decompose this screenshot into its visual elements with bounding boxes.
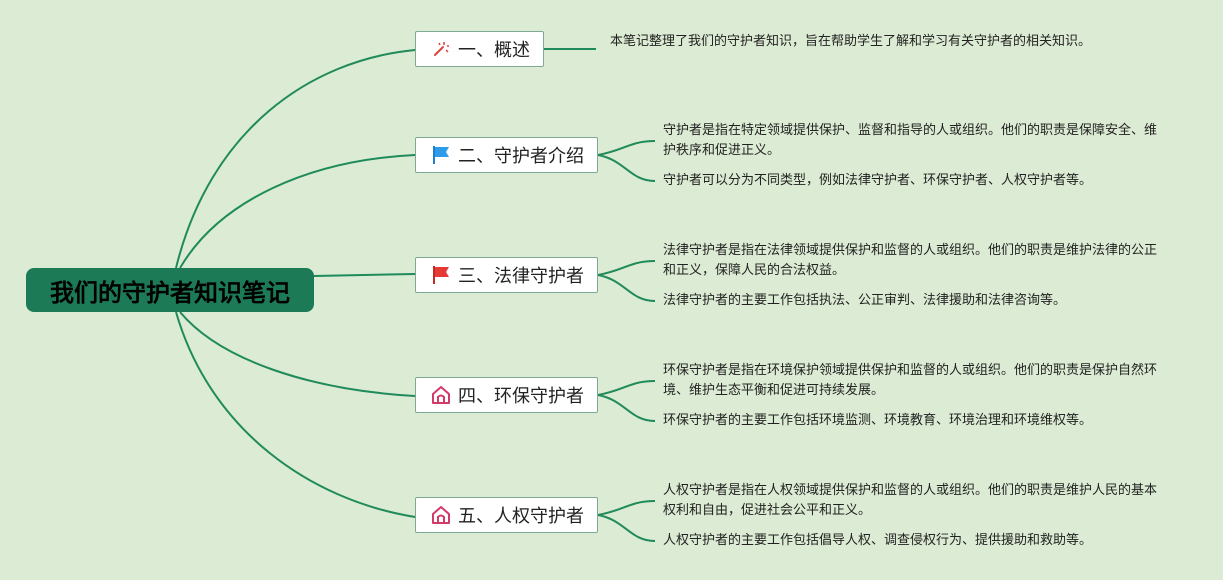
topic-label: 一、概述 bbox=[458, 40, 530, 61]
connector-topic4-note2 bbox=[597, 394, 656, 422]
connector-root-topic3 bbox=[313, 273, 416, 277]
home-icon bbox=[430, 504, 452, 526]
red-flag-icon bbox=[430, 264, 452, 286]
note-legal-1[interactable]: 法律守护者是指在法律领域提供保护和监督的人或组织。他们的职责是维护法律的公正和正… bbox=[663, 243, 1158, 278]
topic-overview[interactable]: 一、概述 bbox=[415, 31, 544, 67]
topic-label: 五、人权守护者 bbox=[458, 506, 584, 527]
connector-topic5-note2 bbox=[597, 514, 656, 542]
connector-root-topic2 bbox=[179, 154, 416, 269]
root-topic[interactable]: 我们的守护者知识笔记 bbox=[26, 268, 314, 312]
connector-root-topic1 bbox=[175, 49, 416, 269]
note-human-rights-1[interactable]: 人权守护者是指在人权领域提供保护和监督的人或组织。他们的职责是维护人民的基本权利… bbox=[663, 483, 1158, 518]
note-human-rights-2[interactable]: 人权守护者的主要工作包括倡导人权、调查侵权行为、提供援助和救助等。 bbox=[663, 533, 1093, 548]
connector-topic2-note2 bbox=[597, 154, 656, 182]
topic-guardian-intro[interactable]: 二、守护者介绍 bbox=[415, 137, 598, 173]
note-intro-1[interactable]: 守护者是指在特定领域提供保护、监督和指导的人或组织。他们的职责是保障安全、维护秩… bbox=[663, 123, 1158, 158]
connector-topic3-note1 bbox=[597, 260, 656, 276]
connector-topic3-note2 bbox=[597, 274, 656, 302]
topic-legal-guardian[interactable]: 三、法律守护者 bbox=[415, 257, 598, 293]
note-environment-1[interactable]: 环保守护者是指在环境保护领域提供保护和监督的人或组织。他们的职责是保护自然环境、… bbox=[663, 363, 1158, 398]
connector-root-topic4 bbox=[179, 311, 416, 397]
topic-label: 四、环保守护者 bbox=[458, 386, 584, 407]
note-legal-2[interactable]: 法律守护者的主要工作包括执法、公正审判、法律援助和法律咨询等。 bbox=[663, 293, 1067, 308]
home-icon bbox=[430, 384, 452, 406]
topic-label: 三、法律守护者 bbox=[458, 266, 584, 287]
note-intro-2[interactable]: 守护者可以分为不同类型，例如法律守护者、环保守护者、人权守护者等。 bbox=[663, 173, 1093, 188]
connector-topic2-note1 bbox=[597, 140, 656, 156]
topic-label: 二、守护者介绍 bbox=[458, 146, 584, 167]
note-overview[interactable]: 本笔记整理了我们的守护者知识，旨在帮助学生了解和学习有关守护者的相关知识。 bbox=[610, 34, 1092, 49]
topic-human-rights-guardian[interactable]: 五、人权守护者 bbox=[415, 497, 598, 533]
note-environment-2[interactable]: 环保守护者的主要工作包括环境监测、环境教育、环境治理和环境维权等。 bbox=[663, 413, 1093, 428]
topic-environment-guardian[interactable]: 四、环保守护者 bbox=[415, 377, 598, 413]
connector-topic5-note1 bbox=[597, 500, 656, 516]
magic-wand-icon bbox=[430, 38, 452, 60]
connector-topic4-note1 bbox=[597, 380, 656, 396]
blue-flag-icon bbox=[430, 144, 452, 166]
connector-root-topic5 bbox=[175, 311, 416, 518]
